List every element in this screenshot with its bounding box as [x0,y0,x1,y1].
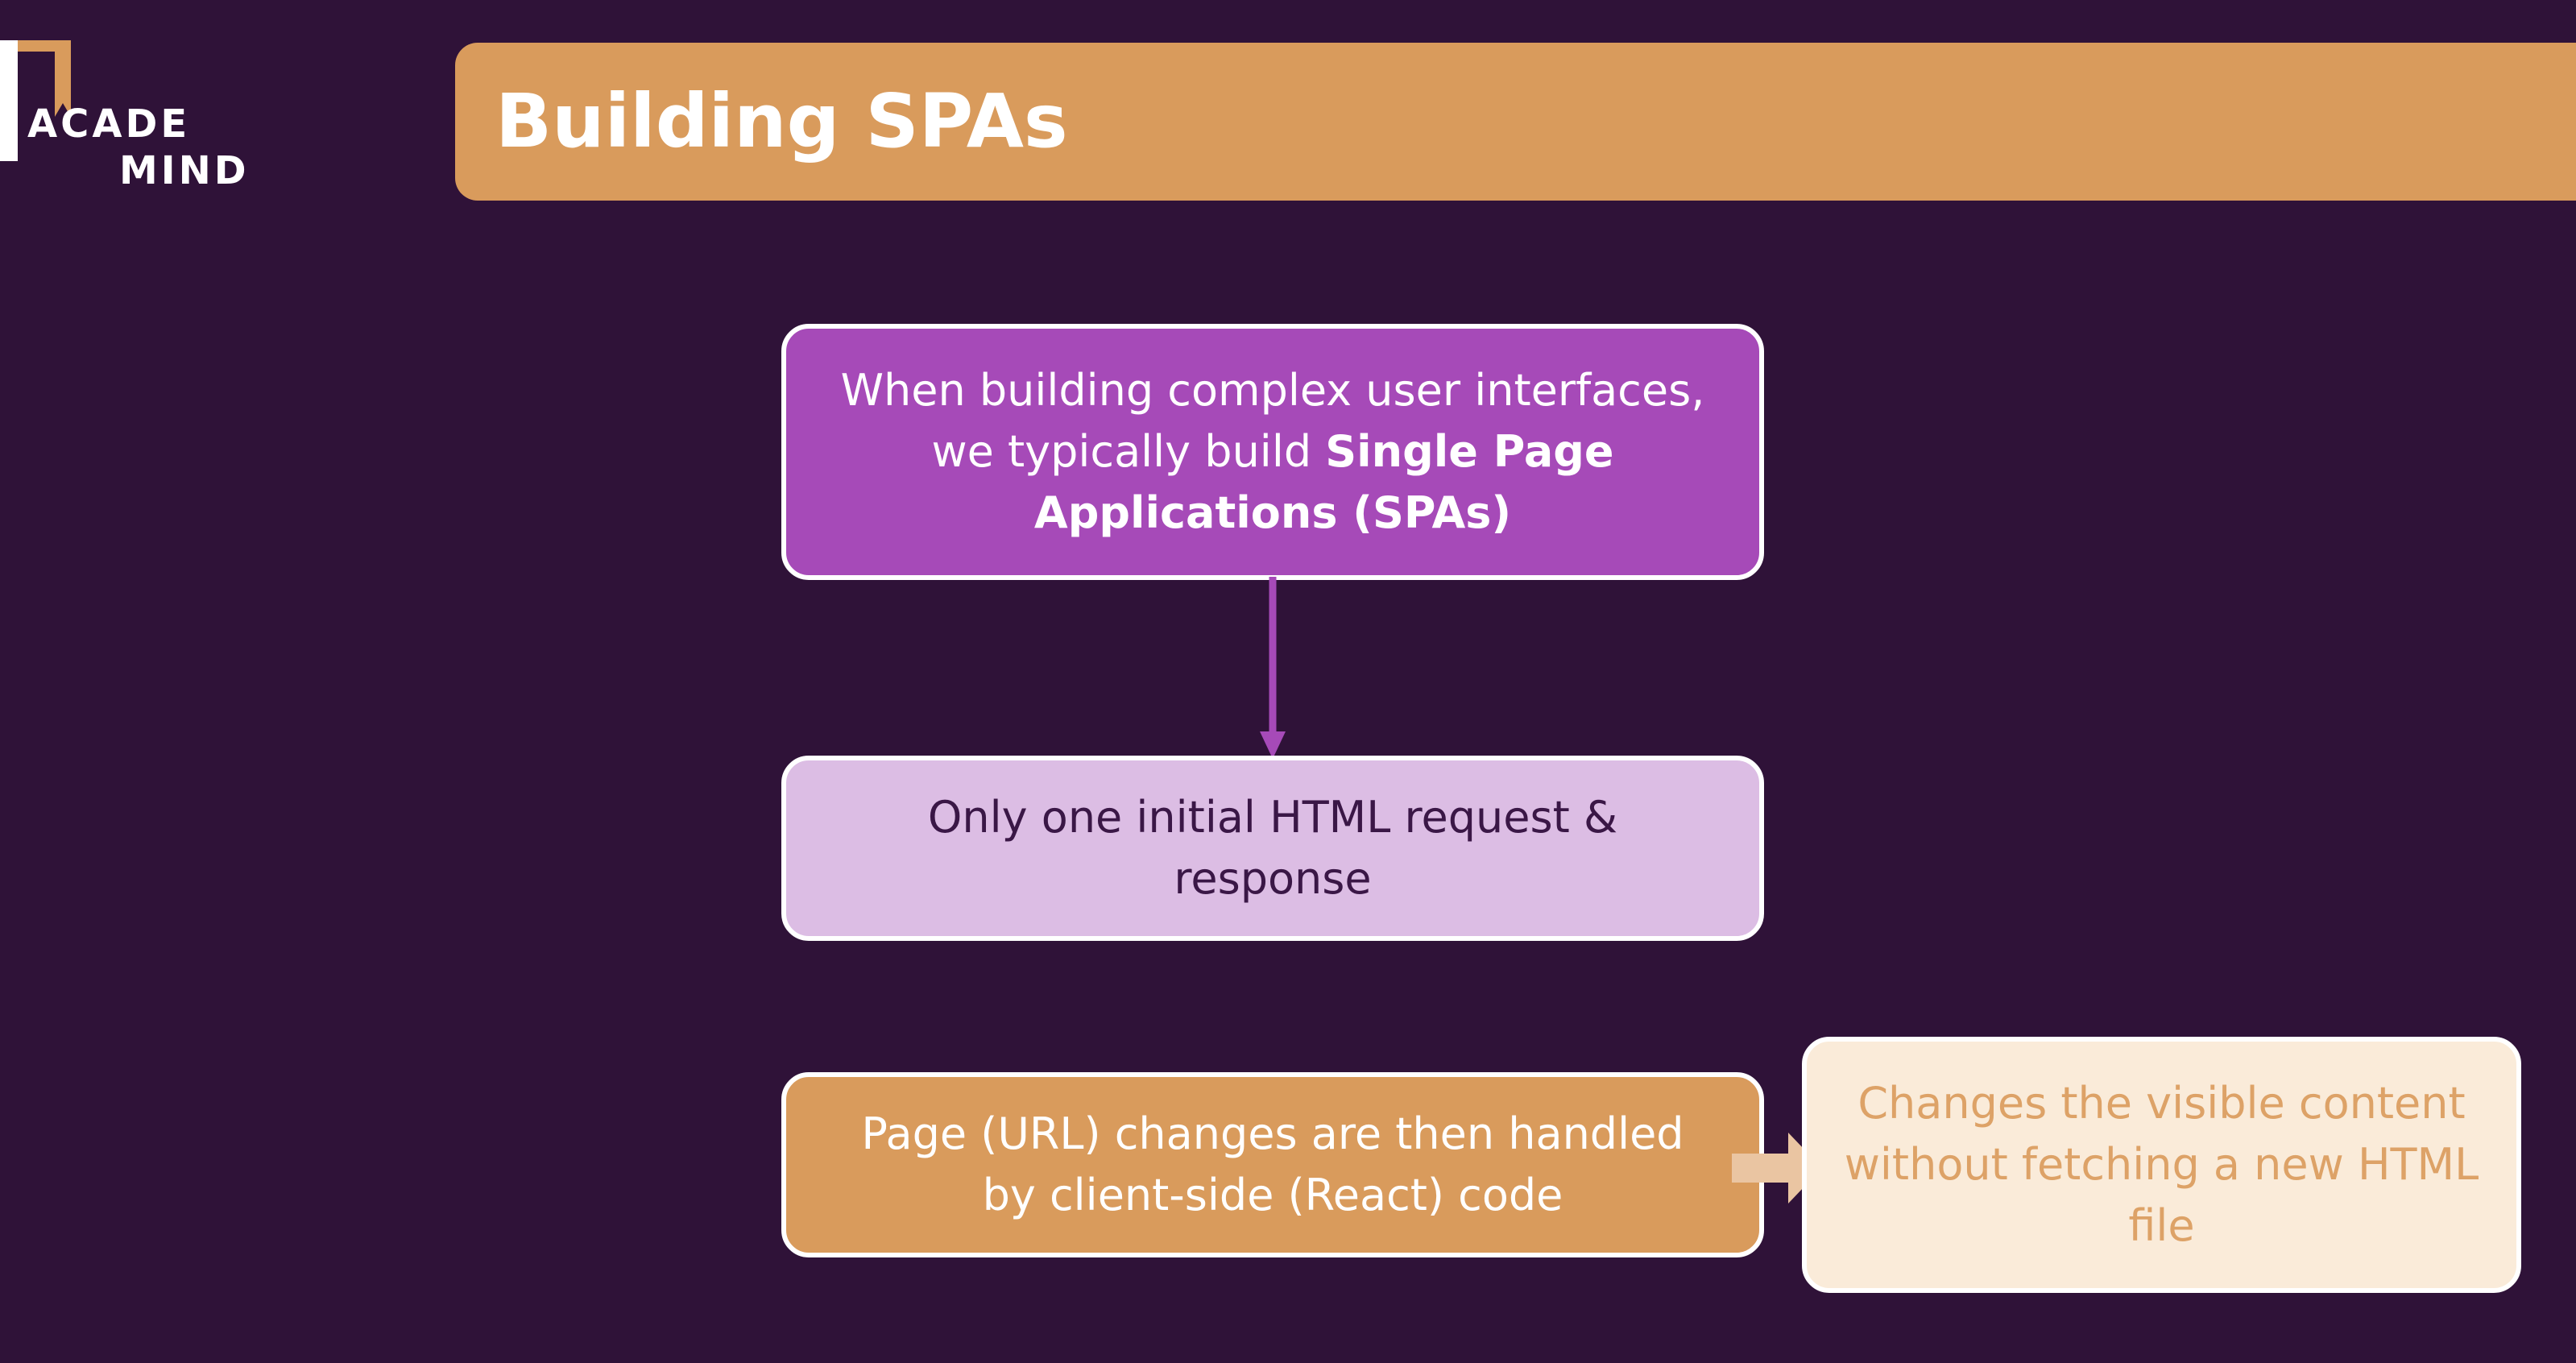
spa-definition-box: When building complex user interfaces, w… [781,324,1764,580]
url-changes-box: Page (URL) changes are then handled by c… [781,1072,1764,1257]
slide-title-bar: Building SPAs [455,43,2576,201]
logo-text-line-2: MIND [119,148,250,193]
html-request-box: Only one initial HTML request & response [781,756,1764,941]
logo-text-line-1: ACADE [27,102,191,147]
academind-logo: ACADE MIND [0,32,266,201]
spa-definition-plain-text: When building complex user interfaces, w… [840,365,1705,477]
visible-content-text: Changes the visible content without fetc… [1844,1078,2479,1251]
spa-definition-text: When building complex user interfaces, w… [835,360,1711,544]
html-request-text: Only one initial HTML request & response [927,792,1618,904]
url-changes-text: Page (URL) changes are then handled by c… [861,1108,1684,1220]
slide-title: Building SPAs [495,78,1068,164]
arrow-down-connector [1260,577,1286,759]
spa-definition-bold-text: Single Page Applications (SPAs) [1033,426,1614,538]
logo-bookmark-icon [0,40,71,161]
visible-content-box: Changes the visible content without fetc… [1802,1037,2521,1293]
arrow-right-connector [1732,1133,1822,1204]
